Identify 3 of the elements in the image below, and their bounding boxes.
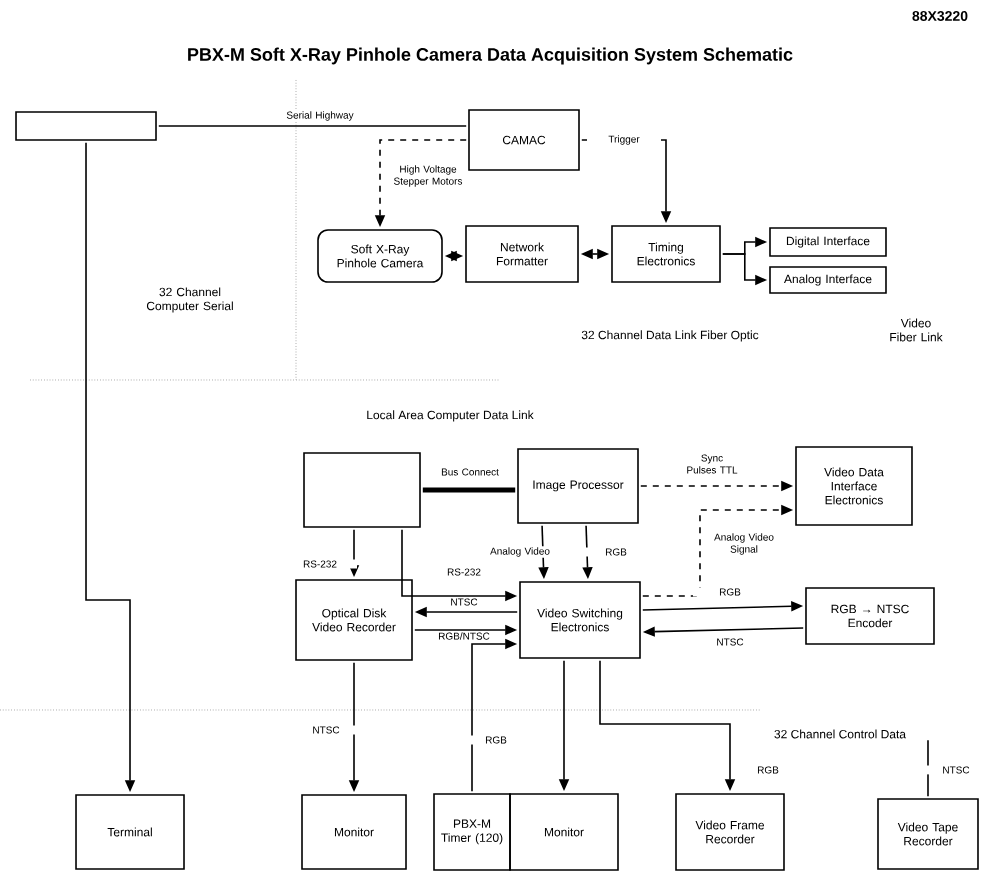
blank-box xyxy=(303,452,421,528)
blank-box xyxy=(15,111,157,141)
title: PBX-M Soft X-Ray Pinhole Camera Data Acquisition System Schematic xyxy=(188,47,793,65)
